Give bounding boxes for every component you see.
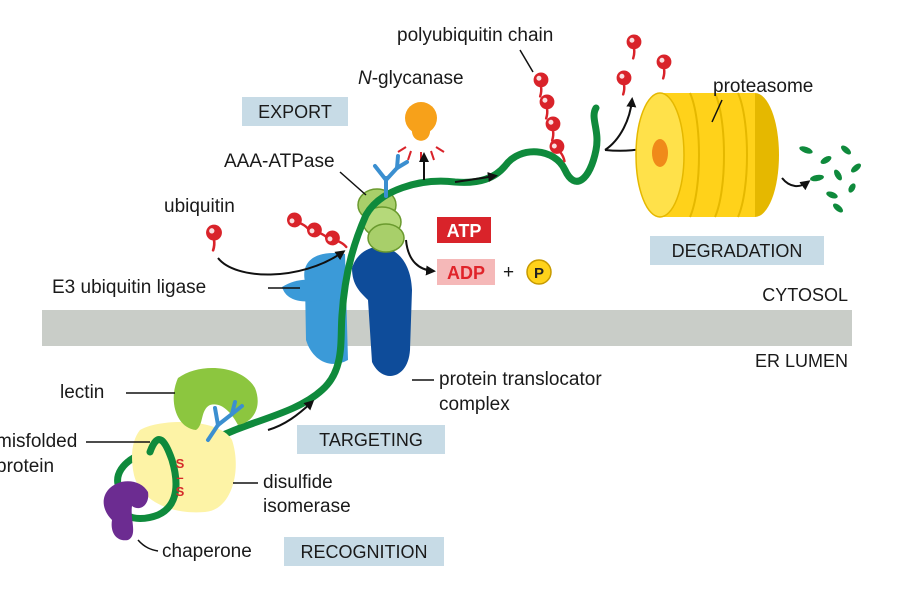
svg-text:ATP: ATP [447,221,482,241]
label-protein-translocator: protein translocator [439,369,602,390]
glycan-near-atpase [373,154,409,198]
label-polyubiquitin-chain: polyubiquitin chain [397,25,553,46]
free-ubiquitin-icon [204,223,224,252]
arrow-atp-hydrolysis [405,239,436,276]
svg-text:S: S [176,484,185,499]
n-glycanase [397,102,445,162]
svg-text:P: P [534,265,544,282]
label-lectin: lectin [60,382,104,403]
svg-text:RECOGNITION: RECOGNITION [300,542,427,562]
label-ubiquitin: ubiquitin [164,196,235,217]
label-e3-ubiquitin-ligase: E3 ubiquitin ligase [52,277,206,298]
peptide-fragments [799,145,861,213]
proteasome [635,92,779,218]
label-disulfide: disulfide [263,472,333,493]
atp-box: ATP [437,217,491,243]
adp-box: ADP [437,259,495,285]
label-n-glycanase: N-glycanase [358,68,464,89]
phosphate-icon: P [526,259,552,285]
disulfide-bond: S – S [176,456,185,499]
label-protein: protein [0,456,54,477]
arrow-ubiquitin-release [604,97,637,151]
stage-recognition: RECOGNITION [284,537,444,566]
label-aaa-atpase: AAA-ATPase [224,151,335,172]
lectin [173,367,258,430]
chaperone [103,481,149,541]
svg-text:TARGETING: TARGETING [319,430,423,450]
stage-degradation: DEGRADATION [650,236,824,265]
ubiquitin-chain-near-atpase [283,208,352,254]
arrow-degradation-output [781,177,811,191]
stage-export: EXPORT [242,97,348,126]
stage-targeting: TARGETING [297,425,445,454]
er-membrane [42,310,852,346]
label-chaperone: chaperone [162,541,252,562]
protein-translocator-complex [282,246,412,376]
arrow-targeting [267,399,315,431]
glycan-on-misfolded-protein [206,400,244,442]
label-isomerase: isomerase [263,496,351,517]
released-ubiquitins [615,33,673,96]
disulfide-isomerase [132,421,236,513]
label-complex: complex [439,394,510,415]
label-cytosol: CYTOSOL [762,285,848,305]
plus-sign: + [503,262,514,283]
svg-text:ADP: ADP [447,263,485,283]
arrow-export-to-cytosol [454,172,498,183]
label-er-lumen: ER LUMEN [755,351,848,371]
svg-text:DEGRADATION: DEGRADATION [672,241,803,261]
label-proteasome: proteasome [713,76,813,97]
label-misfolded: misfolded [0,431,77,452]
svg-text:S: S [176,456,185,471]
svg-text:–: – [176,470,183,485]
arrow-ubiquitin-to-e3 [217,250,346,276]
stage-export-label: EXPORT [258,102,332,122]
